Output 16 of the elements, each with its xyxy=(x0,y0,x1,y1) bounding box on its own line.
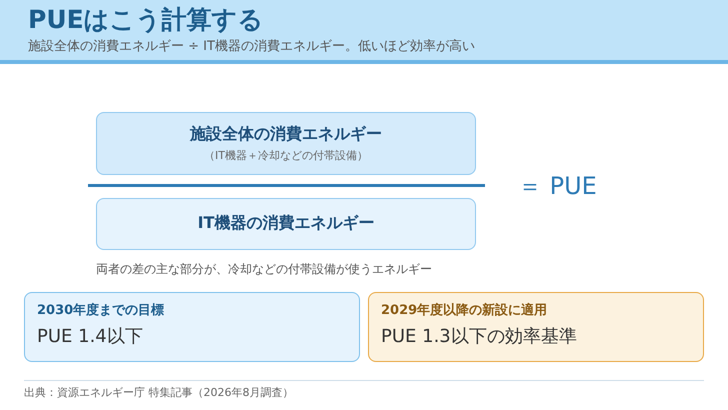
title: PUEはこう計算する xyxy=(28,4,264,36)
card-heading: 2030年度までの目標 xyxy=(37,302,164,320)
equation-text: ＝ PUE xyxy=(518,171,597,202)
box-heading: 施設全体の消費エネルギー xyxy=(188,123,383,145)
note-text: 両者の差の主な部分が、冷却などの付帯設備が使うエネルギー xyxy=(96,261,432,278)
box-heading: IT機器の消費エネルギー xyxy=(196,212,376,234)
source-note: 出典：資源エネルギー庁 特集記事（2026年8月調査） xyxy=(24,385,294,401)
target-card xyxy=(368,292,704,362)
energy-box xyxy=(96,198,476,250)
energy-box xyxy=(96,112,476,175)
subtitle: 施設全体の消費エネルギー ÷ IT機器の消費エネルギー。低いほど効率が高い xyxy=(28,38,475,56)
card-value: PUE 1.3以下の効率基準 xyxy=(381,325,577,349)
box-note: （IT機器＋冷却などの付帯設備） xyxy=(203,148,369,164)
card-heading: 2029年度以降の新設に適用 xyxy=(381,302,548,320)
target-card xyxy=(24,292,360,362)
card-value: PUE 1.4以下 xyxy=(37,325,143,349)
